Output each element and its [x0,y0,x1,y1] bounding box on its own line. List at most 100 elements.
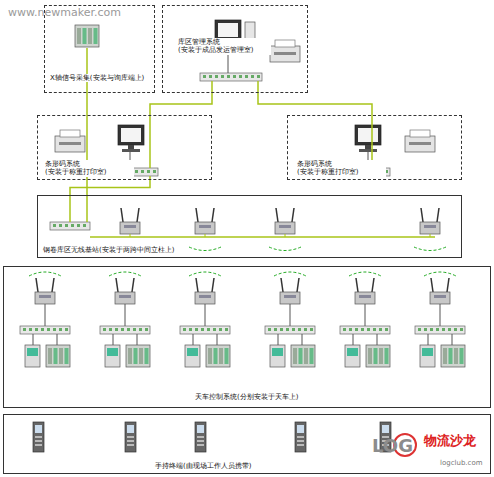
network-switch [340,326,390,334]
printer-paper [60,130,80,137]
logo-brand: 物流沙龙 [424,432,476,450]
plc-module [214,348,218,364]
monitor-screen [358,128,378,142]
switch-port [298,328,301,331]
switch-port [41,328,44,331]
plc-module [293,348,297,364]
antenna [52,278,54,292]
network-wire [257,81,259,93]
switch-port [83,224,86,227]
printer [270,46,300,62]
network-wire [125,304,126,326]
plc-module [145,348,149,364]
handheld-keys [127,444,134,446]
switch-port [29,328,32,331]
switch-port [280,328,283,331]
switch-port [213,328,216,331]
plc-module [128,348,132,364]
network-wire [290,304,291,326]
monitor-stand [365,145,371,149]
plc-module [65,348,69,364]
switch-port [103,328,106,331]
switch-port [153,170,156,173]
group-caption: 条形码系统 (安装于称重打印室) [296,160,386,177]
plc-module [310,348,314,364]
access-point-panel [39,295,51,298]
handheld-terminal [125,422,136,452]
plc-module [449,348,453,364]
plc-module [208,348,212,364]
access-point [430,292,450,304]
group-caption: 手持终端(由现场工作人员携带) [154,462,252,470]
plc-module [139,348,143,364]
network-wire [285,234,286,237]
plc-module [368,348,372,364]
switch-port [442,328,445,331]
logo-text: LOG [372,435,413,456]
switch-port [215,75,218,78]
network-wire [365,304,366,326]
switch-port [310,328,313,331]
network-wire [86,195,88,222]
antenna [447,278,449,292]
switch-port [367,328,370,331]
plc-module [299,348,303,364]
switch-port [35,328,38,331]
switch-port [59,328,62,331]
wireless-link [189,247,221,251]
plc-module [48,348,52,364]
switch-port [77,224,80,227]
switch-port [227,75,230,78]
group-caption: X轴信号采集(安装与询库端上) [49,74,145,82]
switch-port [47,328,50,331]
switch-port [219,328,222,331]
switch-port [245,75,248,78]
antenna [137,208,139,222]
switch-port [343,328,346,331]
network-switch [200,73,262,81]
network-switch [20,326,70,334]
network-wire [430,234,431,237]
switch-port [373,328,376,331]
network-switch [180,326,230,334]
wireless-link [349,272,381,276]
network-link [150,93,212,115]
plc-module [219,348,223,364]
handheld-keys [35,436,42,438]
wireless-link [189,272,221,276]
plc-module [83,28,87,44]
network-wire [205,234,206,237]
monitor-base [122,149,140,152]
network-switch [100,326,150,334]
antenna [196,208,198,222]
access-point-panel [424,225,436,228]
antenna [132,278,134,292]
system-band: 手持终端(由现场工作人员携带) [3,414,491,474]
network-wire [353,334,354,345]
switch-port [424,328,427,331]
network-wire [428,334,429,345]
switch-port [361,328,364,331]
plc-module [134,348,138,364]
system-band: 天车控制系统(分别安装于天车上) [3,266,491,408]
handheld-terminal [33,422,44,452]
antenna [431,278,433,292]
network-wire [278,334,279,345]
printer-paper [410,130,430,137]
system-group-box: 条形码系统 (安装于称重打印室) [287,115,462,180]
handheld-screen [297,425,304,433]
antenna [116,278,118,292]
network-link [258,93,372,115]
monitor-base [359,149,377,152]
switch-port [201,328,204,331]
group-caption: 钢卷库区无线基站(安装于两跨中间立柱上) [42,246,175,254]
handheld-screen [382,425,389,433]
switch-port [53,224,56,227]
switch-port [121,328,124,331]
panel-screen [422,348,433,356]
access-point [420,222,440,234]
switch-port [23,328,26,331]
printer-slot [59,142,81,145]
switch-port [268,328,271,331]
